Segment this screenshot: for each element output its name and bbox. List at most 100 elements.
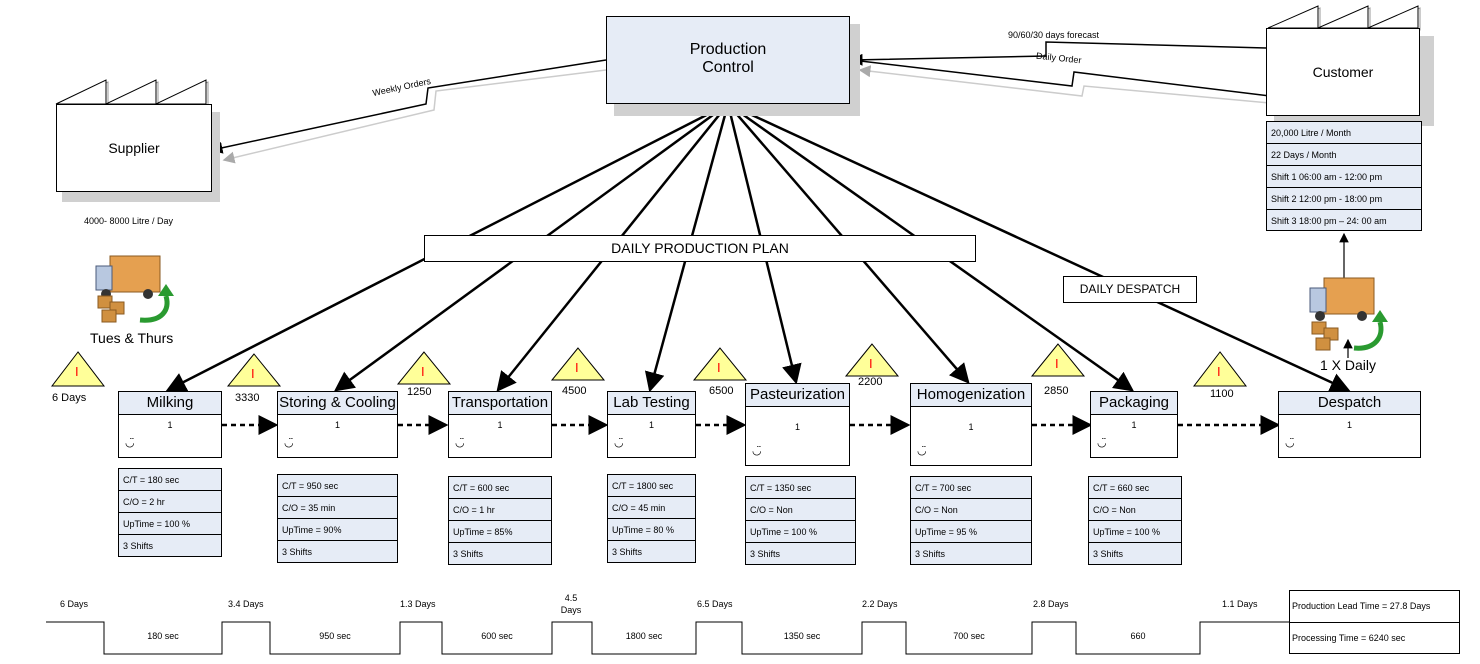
inventory-mark: I <box>1055 356 1059 371</box>
process-name: Lab Testing <box>608 392 695 415</box>
weekly-orders-flow <box>210 59 607 154</box>
supplier-volume: 4000- 8000 Litre / Day <box>84 216 174 226</box>
inventory-mark: I <box>421 364 425 379</box>
inventory-label: 2200 <box>858 376 883 388</box>
timeline-time: 180 sec <box>147 631 179 641</box>
data-row: 3 Shifts <box>282 547 313 557</box>
customer-truck-icon <box>1309 277 1388 351</box>
data-row: C/O = Non <box>911 499 1031 521</box>
daily-despatch-label: DAILY DESPATCH <box>1079 282 1181 296</box>
daily-order-flow <box>851 59 1271 97</box>
customer-info-row: 20,000 Litre / Month <box>1267 122 1421 144</box>
inventory-label: 3330 <box>235 392 260 404</box>
data-row: UpTime = 90% <box>278 519 397 541</box>
data-row: C/O = Non <box>1089 499 1181 521</box>
timeline-time: 1350 sec <box>783 631 821 641</box>
process-name: Pasteurization <box>746 384 849 407</box>
operator-icon: ◡̈ <box>1097 437 1107 449</box>
supplier-truck-icon <box>95 255 174 323</box>
timeline-days: 1.1 Days <box>1222 599 1258 609</box>
processing-time: Processing Time = 6240 sec <box>1292 633 1406 643</box>
inventory-triangle <box>396 351 452 385</box>
customer-info-row: Shift 2 12:00 pm - 18:00 pm <box>1267 188 1421 210</box>
timeline-days: 2.2 Days <box>862 599 898 609</box>
customer-info-box: 20,000 Litre / Month 22 Days / Month Shi… <box>1266 121 1422 231</box>
inventory-label: 2850 <box>1044 385 1069 397</box>
process-operators: 1 <box>648 420 654 430</box>
process-name: Despatch <box>1279 392 1420 415</box>
data-row: C/O = 45 min <box>608 497 695 519</box>
inventory-triangle <box>1030 343 1086 377</box>
process-box-lab-testing: Lab Testing 1 ◡̈ <box>607 391 696 458</box>
process-operators: 1 <box>497 420 503 430</box>
data-row: UpTime = 100 % <box>1089 521 1181 543</box>
data-row: C/O = Non <box>746 499 855 521</box>
operator-icon: ◡̈ <box>1285 437 1295 449</box>
operator-icon: ◡̈ <box>752 445 762 457</box>
timeline-days: 6.5 Days <box>697 599 733 609</box>
timeline-days: 1.3 Days <box>400 599 436 609</box>
production-control-line1: Production <box>689 41 767 58</box>
timeline-ladder <box>46 621 1290 655</box>
customer-info-row: Shift 1 06:00 am - 12:00 pm <box>1267 166 1421 188</box>
operator-icon: ◡̈ <box>614 437 624 449</box>
operator-icon: ◡̈ <box>455 437 465 449</box>
operator-icon: ◡̈ <box>917 445 927 457</box>
process-box-despatch: Despatch 1 ◡̈ <box>1278 391 1421 458</box>
data-row: UpTime = 95 % <box>911 521 1031 543</box>
customer-info-row: 22 Days / Month <box>1267 144 1421 166</box>
operator-icon: ◡̈ <box>284 437 294 449</box>
data-row: UpTime = 100 % <box>746 521 855 543</box>
lead-time-summary: Production Lead Time = 27.8 Days Process… <box>1289 590 1460 654</box>
inventory-triangle <box>550 347 606 381</box>
data-box-transportation: C/T = 600 sec C/O = 1 hr UpTime = 85% 3 … <box>448 476 552 565</box>
data-row: C/T = 700 sec <box>911 477 1031 499</box>
data-row: C/T = 660 sec <box>1089 477 1181 499</box>
process-box-milking: Milking 1 ◡̈ <box>118 391 222 458</box>
data-row: 3 Shifts <box>915 549 946 559</box>
process-name: Transportation <box>449 392 551 415</box>
data-row: C/T = 1350 sec <box>746 477 855 499</box>
timeline-time: 660 <box>1130 631 1146 641</box>
customer-label: Customer <box>1312 64 1374 80</box>
daily-production-plan: DAILY PRODUCTION PLAN <box>424 235 976 262</box>
timeline-days: 2.8 Days <box>1033 599 1069 609</box>
weekly-orders-shadow <box>222 68 615 164</box>
data-row: C/T = 1800 sec <box>608 475 695 497</box>
timeline-time: 1800 sec <box>625 631 663 641</box>
data-row: C/T = 180 sec <box>119 469 221 491</box>
production-lead-time: Production Lead Time = 27.8 Days <box>1290 591 1459 623</box>
supplier-box: Supplier <box>56 104 212 192</box>
data-row: 3 Shifts <box>612 547 643 557</box>
inventory-triangle <box>226 353 282 387</box>
timeline-days: 3.4 Days <box>228 599 264 609</box>
inventory-label: 6500 <box>709 385 734 397</box>
process-box-homogenization: Homogenization 1 ◡̈ <box>910 383 1032 466</box>
data-row: C/O = 35 min <box>278 497 397 519</box>
timeline-days: 6 Days <box>60 599 89 609</box>
inventory-label: 1100 <box>1210 388 1234 400</box>
schedule-line-despatch <box>727 102 1351 392</box>
process-name: Homogenization <box>911 384 1031 407</box>
customer-box: Customer <box>1266 28 1420 116</box>
data-box-packaging: C/T = 660 sec C/O = Non UpTime = 100 % 3… <box>1088 476 1182 565</box>
inventory-label: 1250 <box>407 386 432 398</box>
process-name: Milking <box>119 392 221 415</box>
process-box-transportation: Transportation 1 ◡̈ <box>448 391 552 458</box>
customer-factory-roof <box>1267 5 1421 31</box>
forecast-flow <box>850 41 1267 66</box>
inventory-mark: I <box>575 360 579 375</box>
data-box-storing: C/T = 950 sec C/O = 35 min UpTime = 90% … <box>277 474 398 563</box>
process-name: Packaging <box>1091 392 1177 415</box>
process-operators: 1 <box>794 422 800 432</box>
inventory-triangle <box>1192 351 1248 387</box>
customer-delivery: 1 X Daily <box>1320 357 1377 373</box>
data-row: UpTime = 80 % <box>608 519 695 541</box>
data-row: 3 Shifts <box>123 541 154 551</box>
supplier-factory-roof <box>55 79 209 107</box>
process-box-storing: Storing & Cooling 1 ◡̈ <box>277 391 398 458</box>
operator-icon: ◡̈ <box>125 437 135 449</box>
data-row: 3 Shifts <box>1093 549 1124 559</box>
inventory-triangle <box>692 347 748 381</box>
process-operators: 1 <box>334 420 340 430</box>
